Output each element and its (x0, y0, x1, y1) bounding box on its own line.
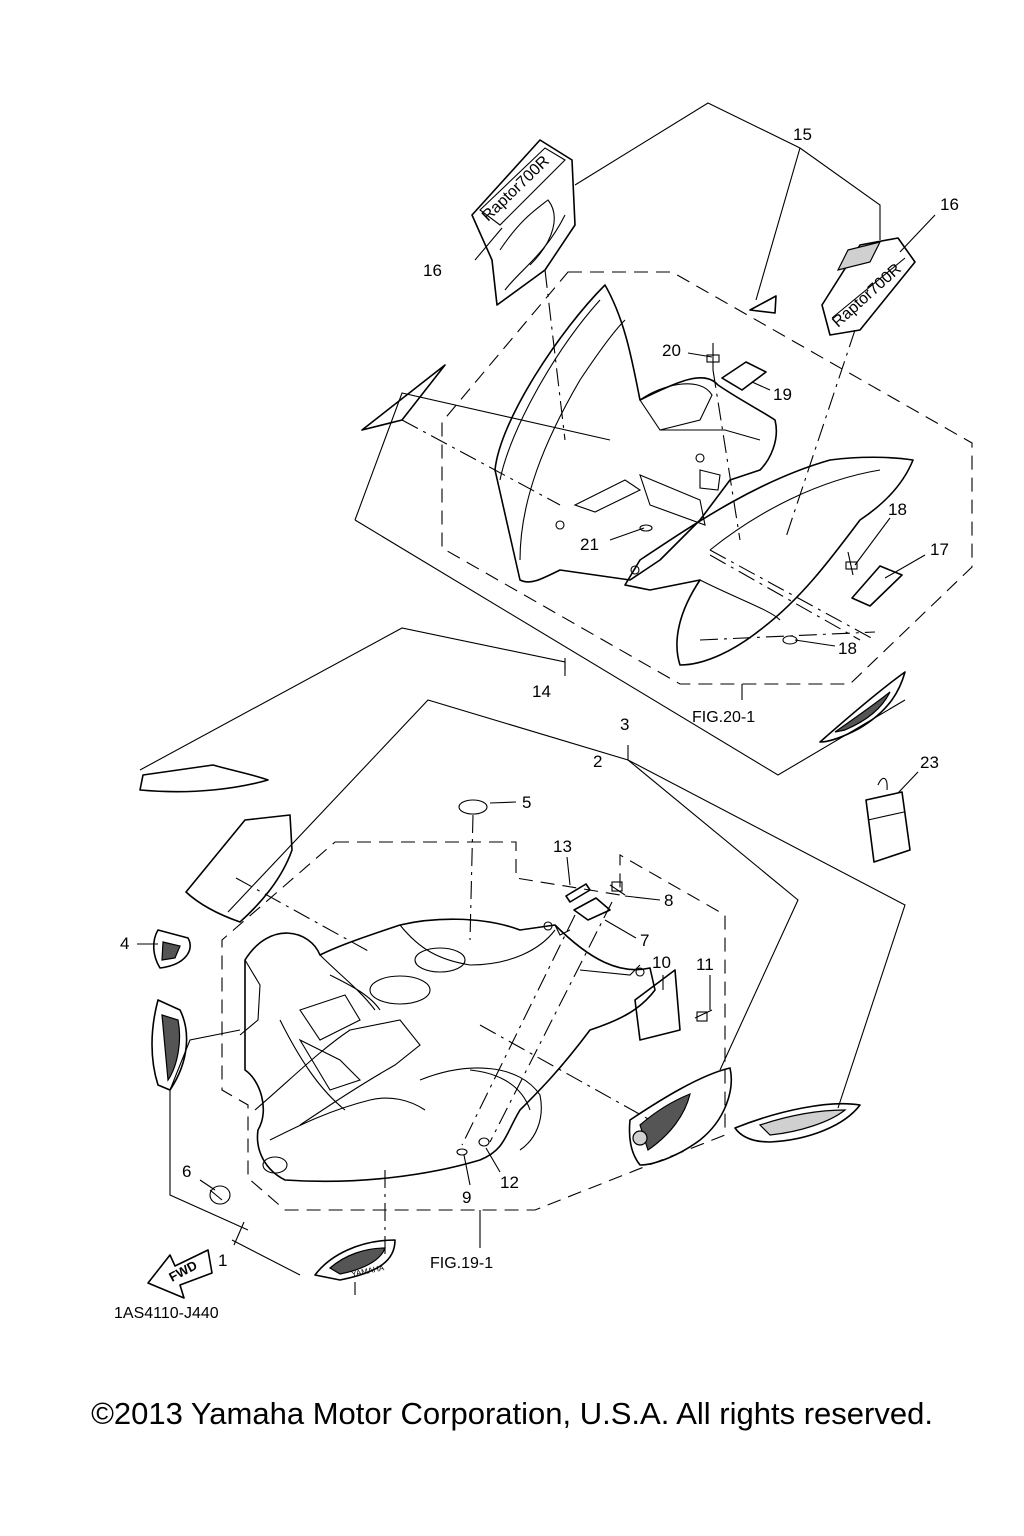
raptor-decal-left: Raptor700R (471, 139, 576, 306)
raptor-decal-left-text: Raptor700R (479, 153, 553, 225)
tag-23 (865, 777, 911, 863)
washer-12 (478, 1137, 490, 1147)
front-side-decal-rear-right (734, 1102, 861, 1143)
parts-diagram: Raptor700R Raptor700R (114, 102, 973, 1322)
raptor-decal-right: Raptor700R (821, 237, 916, 336)
callout-21: 20 (662, 341, 681, 360)
front-fender (239, 918, 656, 1183)
callout-1: 1 (218, 1251, 227, 1270)
callout-8: 8 (664, 891, 673, 910)
plate-20 (721, 361, 767, 391)
drawing-code: 1AS4110-J440 (114, 1305, 219, 1322)
fastener-8 (609, 881, 626, 896)
callout-14: 14 (532, 682, 551, 701)
callout-18: 18 (888, 500, 907, 519)
rear-flank-decal-left (361, 364, 446, 431)
rear-fender (494, 284, 914, 666)
callout-3: 3 (620, 715, 629, 734)
fwd-arrow: FWD (147, 1249, 213, 1299)
plate-17 (851, 565, 903, 607)
front-side-decal-right (628, 1067, 732, 1166)
callout-16-left: 16 (423, 261, 442, 280)
callout-13: 13 (553, 837, 572, 856)
callout-20: 19 (773, 385, 792, 404)
callout-17: 17 (930, 540, 949, 559)
callout-16-right: 16 (940, 195, 959, 214)
part-7-label (573, 897, 611, 921)
fastener-18 (845, 551, 858, 576)
rear-tail-decal (819, 671, 906, 743)
small-triangle-decal (749, 295, 777, 314)
callout-10: 10 (652, 953, 671, 972)
fastener-11 (694, 1009, 713, 1022)
copyright-notice: ©2013 Yamaha Motor Corporation, U.S.A. A… (91, 1396, 933, 1431)
callout-labels: 15 16 16 20 19 18 21 17 18 14 FIG.20-1 3… (114, 125, 959, 1322)
callout-2: 2 (593, 752, 602, 771)
callout-6: 6 (182, 1162, 191, 1181)
part-13-label (565, 883, 591, 903)
callout-5: 5 (522, 793, 531, 812)
washer-19 (782, 635, 798, 645)
front-fender-group: YAMAHA FWD (137, 627, 919, 1299)
fastener-21 (706, 343, 720, 370)
yamaha-decal: YAMAHA (314, 1239, 396, 1281)
rear-fig-region (441, 271, 973, 685)
rear-fender-group: Raptor700R Raptor700R (354, 102, 973, 776)
part-10-plate (634, 969, 681, 1041)
callout-4: 4 (120, 934, 129, 953)
part-5-emblem (458, 799, 488, 815)
part-6-emblem (209, 1185, 231, 1205)
fig-ref-rear: FIG.20-1 (692, 709, 755, 726)
front-seat-decal (139, 764, 293, 923)
callout-11: 11 (696, 955, 714, 974)
washer-22 (639, 524, 653, 532)
callout-9: 9 (462, 1188, 471, 1207)
fwd-arrow-text: FWD (166, 1258, 199, 1285)
callout-23: 23 (920, 753, 939, 772)
decal-4 (152, 929, 191, 969)
callout-12: 12 (500, 1173, 519, 1192)
callout-22: 21 (580, 535, 599, 554)
callout-7: 7 (640, 931, 649, 950)
callout-15: 15 (793, 125, 812, 144)
front-side-decal-left (151, 999, 188, 1091)
callout-19: 18 (838, 639, 857, 658)
fig-ref-front: FIG.19-1 (430, 1255, 493, 1272)
front-fig-region (221, 841, 726, 1211)
washer-9 (456, 1148, 468, 1156)
